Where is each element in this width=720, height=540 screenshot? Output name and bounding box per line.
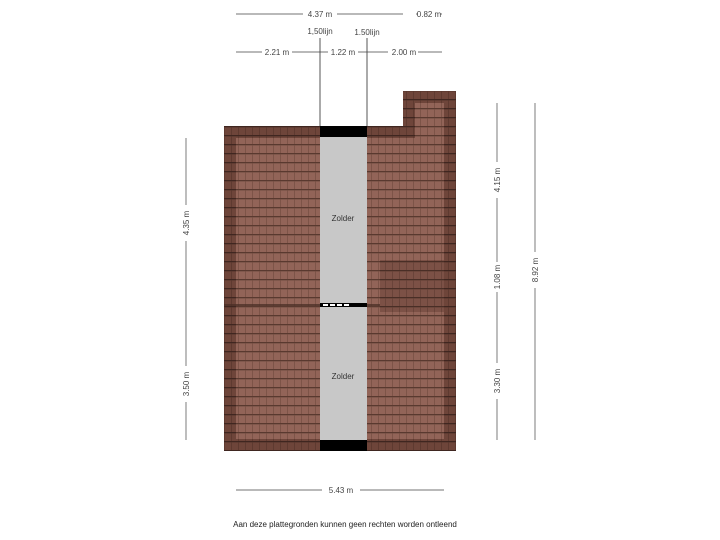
dim-seg-left: 2.21 m (265, 48, 290, 57)
dim-top-total: 4.37 m (308, 10, 333, 19)
dim-left-lower: 3.50 m (182, 371, 191, 396)
dim-left-upper: 4.35 m (182, 210, 191, 235)
dim-right-upper: 4.15 m (493, 167, 502, 192)
line-label-2: 1.50lijn (354, 28, 379, 37)
dim-right-lower: 3.30 m (493, 368, 502, 393)
dim-right-middle: 1.08 m (493, 264, 502, 289)
line-label-1: 1,50lijn (307, 27, 332, 36)
dormer (380, 260, 444, 312)
wall-top (320, 126, 367, 137)
dim-top-right: 0.82 m (417, 10, 442, 19)
dim-bottom-total: 5.43 m (329, 486, 354, 495)
disclaimer: Aan deze plattegronden kunnen geen recht… (233, 520, 457, 529)
dim-seg-middle: 1.22 m (331, 48, 356, 57)
dim-seg-right: 2.00 m (392, 48, 417, 57)
room-label-upper: Zolder (332, 214, 355, 223)
room-label-lower: Zolder (332, 372, 355, 381)
corridor (320, 126, 367, 451)
dim-right-total: 8.92 m (531, 257, 540, 282)
wall-bottom (320, 440, 367, 451)
